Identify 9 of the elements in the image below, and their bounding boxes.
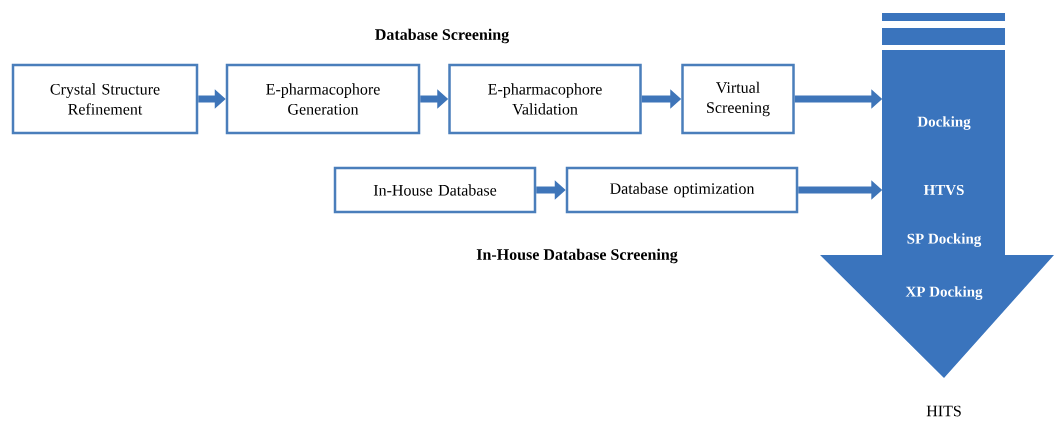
process-box: In-House Database: [333, 166, 537, 214]
group-heading: In-House Database Screening: [476, 248, 678, 264]
process-box: Virtual Screening: [681, 63, 795, 135]
process-box: E-pharmacophore Validation: [448, 63, 642, 135]
process-box: Crystal Structure Refinement: [11, 63, 199, 135]
process-box: E-pharmacophore Generation: [225, 63, 421, 135]
group-heading: Database Screening: [375, 28, 510, 44]
result-label: HITS: [926, 405, 961, 417]
process-box: Database optimization: [565, 166, 799, 214]
